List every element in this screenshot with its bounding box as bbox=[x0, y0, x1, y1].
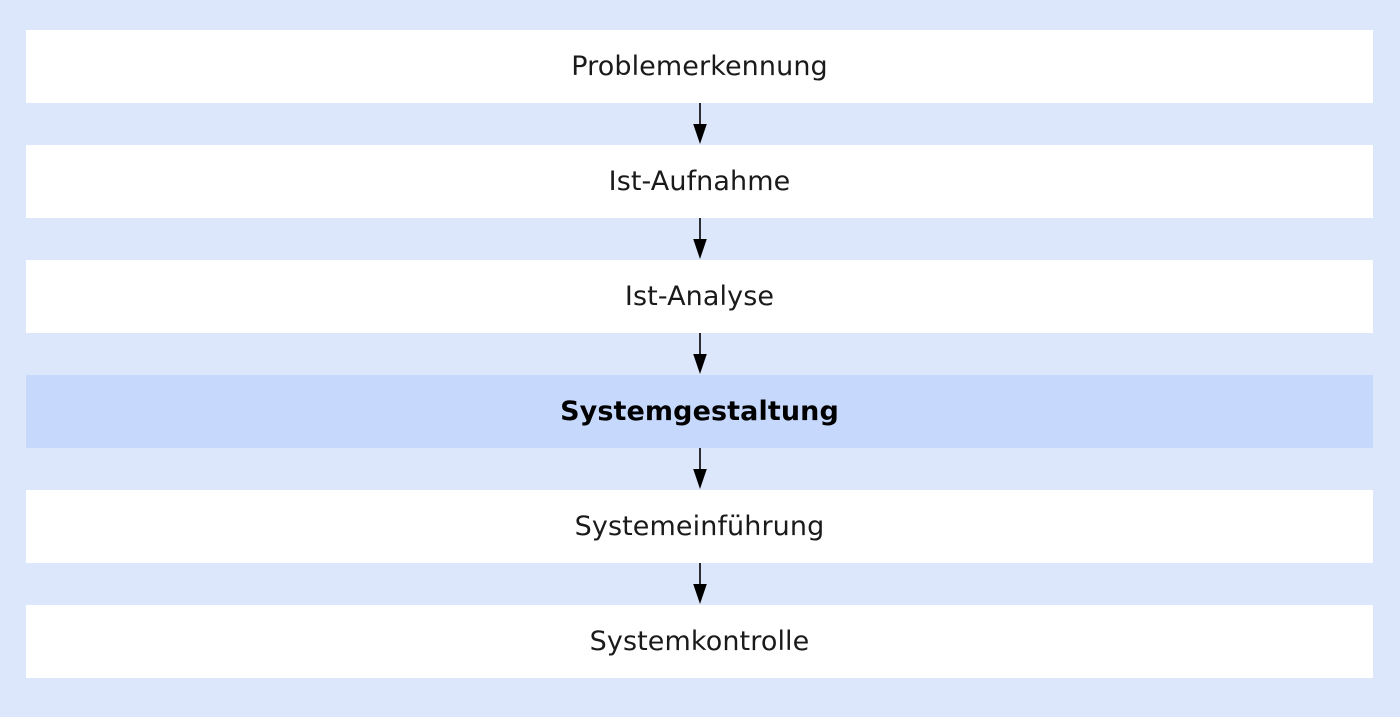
flow-node-ist-aufnahme[interactable]: Ist-Aufnahme bbox=[26, 145, 1373, 218]
flow-node-label: Ist-Aufnahme bbox=[608, 166, 791, 197]
arrow-down-icon bbox=[692, 103, 707, 144]
flow-node-label: Systemgestaltung bbox=[560, 396, 839, 427]
flow-arrow-5 bbox=[26, 563, 1373, 605]
flow-arrow-3 bbox=[26, 333, 1373, 375]
flow-node-systemeinfuehrung[interactable]: Systemeinführung bbox=[26, 490, 1373, 563]
flow-node-label: Systemkontrolle bbox=[589, 626, 810, 657]
flow-node-stack: Problemerkennung Ist-Aufnahme Ist-Analys… bbox=[26, 30, 1373, 678]
arrow-down-icon bbox=[692, 448, 707, 489]
flow-node-systemgestaltung[interactable]: Systemgestaltung bbox=[26, 375, 1373, 448]
flow-arrow-4 bbox=[26, 448, 1373, 490]
flow-node-label: Problemerkennung bbox=[571, 51, 828, 82]
arrow-down-icon bbox=[692, 563, 707, 604]
flow-node-systemkontrolle[interactable]: Systemkontrolle bbox=[26, 605, 1373, 678]
arrow-down-icon bbox=[692, 333, 707, 374]
flow-node-ist-analyse[interactable]: Ist-Analyse bbox=[26, 260, 1373, 333]
flow-node-problemerkennung[interactable]: Problemerkennung bbox=[26, 30, 1373, 103]
flow-node-label: Systemeinführung bbox=[574, 511, 825, 542]
flow-node-label: Ist-Analyse bbox=[624, 281, 775, 312]
arrow-down-icon bbox=[692, 218, 707, 259]
flow-arrow-2 bbox=[26, 218, 1373, 260]
flow-arrow-1 bbox=[26, 103, 1373, 145]
